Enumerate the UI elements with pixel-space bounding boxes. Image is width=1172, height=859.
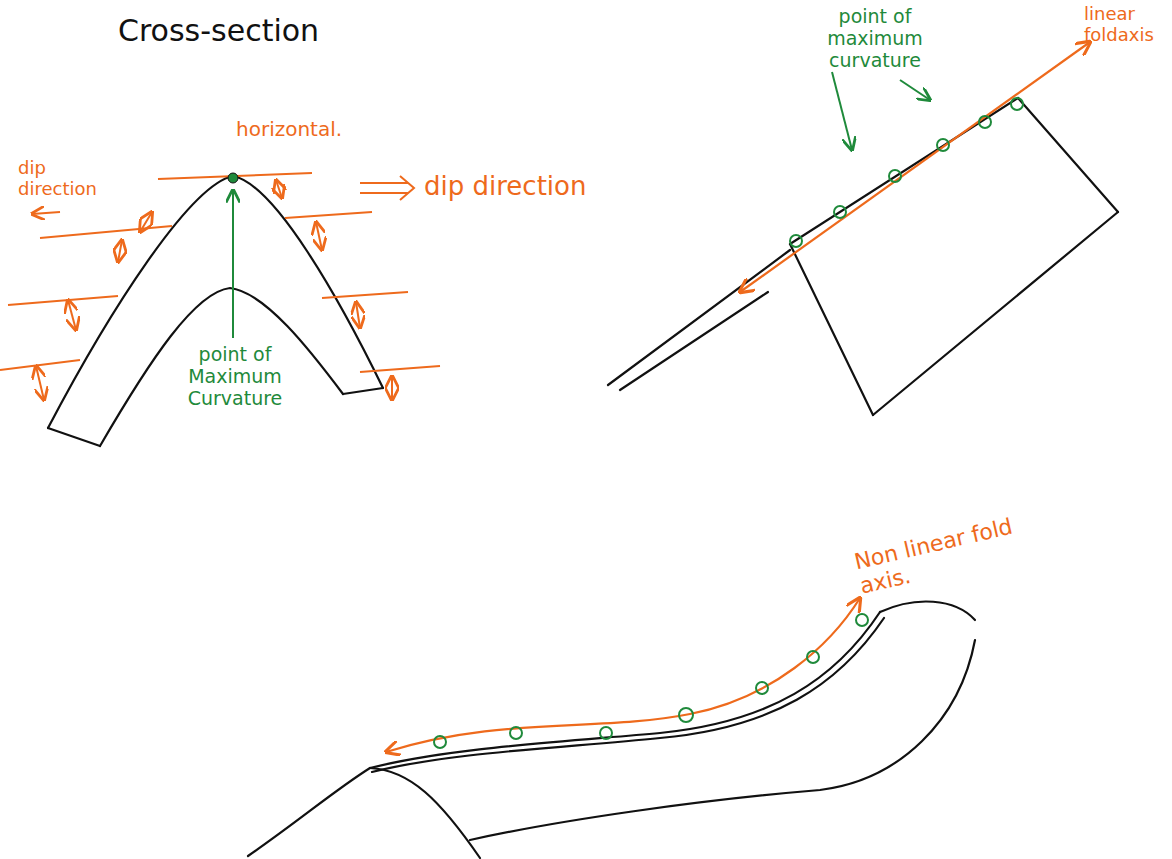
dip-direction-label: dip direction — [424, 172, 586, 202]
curvature-label: point of maximum curvature — [790, 6, 960, 72]
fold-axis-label: linear foldaxis — [1084, 4, 1168, 45]
dip-direction-label: dip direction — [18, 158, 98, 199]
horizontal-label: horizontal. — [236, 118, 342, 141]
fold-axis-label: Non linear fold axis. — [852, 505, 1058, 599]
curvature-label: point of Maximum Curvature — [170, 344, 300, 410]
section-title: Cross-section — [118, 14, 319, 49]
